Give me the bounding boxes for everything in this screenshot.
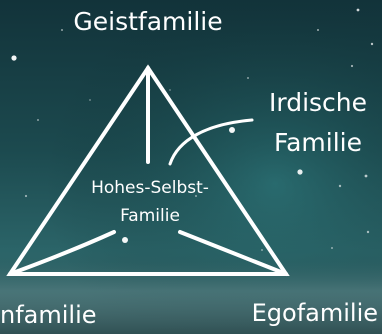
star	[229, 127, 235, 133]
star	[122, 237, 128, 243]
star	[25, 195, 27, 197]
familie-right-label: Familie	[274, 128, 362, 157]
star	[331, 247, 333, 249]
star	[247, 77, 249, 79]
star	[169, 89, 171, 91]
star	[261, 249, 263, 251]
star	[297, 169, 302, 174]
star	[339, 185, 341, 187]
star	[371, 43, 373, 45]
star	[357, 9, 360, 12]
egofamilie-label: Egofamilie	[252, 299, 378, 327]
familie-center-label: Familie	[120, 206, 180, 226]
star	[367, 231, 369, 233]
geistfamilie-label: Geistfamilie	[73, 7, 222, 36]
star	[61, 29, 63, 31]
star	[37, 119, 39, 121]
hohes-selbst-label: Hohes-Selbst-	[91, 178, 209, 198]
star	[351, 65, 353, 67]
star	[11, 55, 16, 60]
star	[317, 29, 319, 31]
star	[89, 99, 91, 101]
star	[365, 175, 368, 178]
irdische-label: Irdische	[269, 88, 367, 117]
left-family-label: nfamilie	[0, 301, 97, 329]
